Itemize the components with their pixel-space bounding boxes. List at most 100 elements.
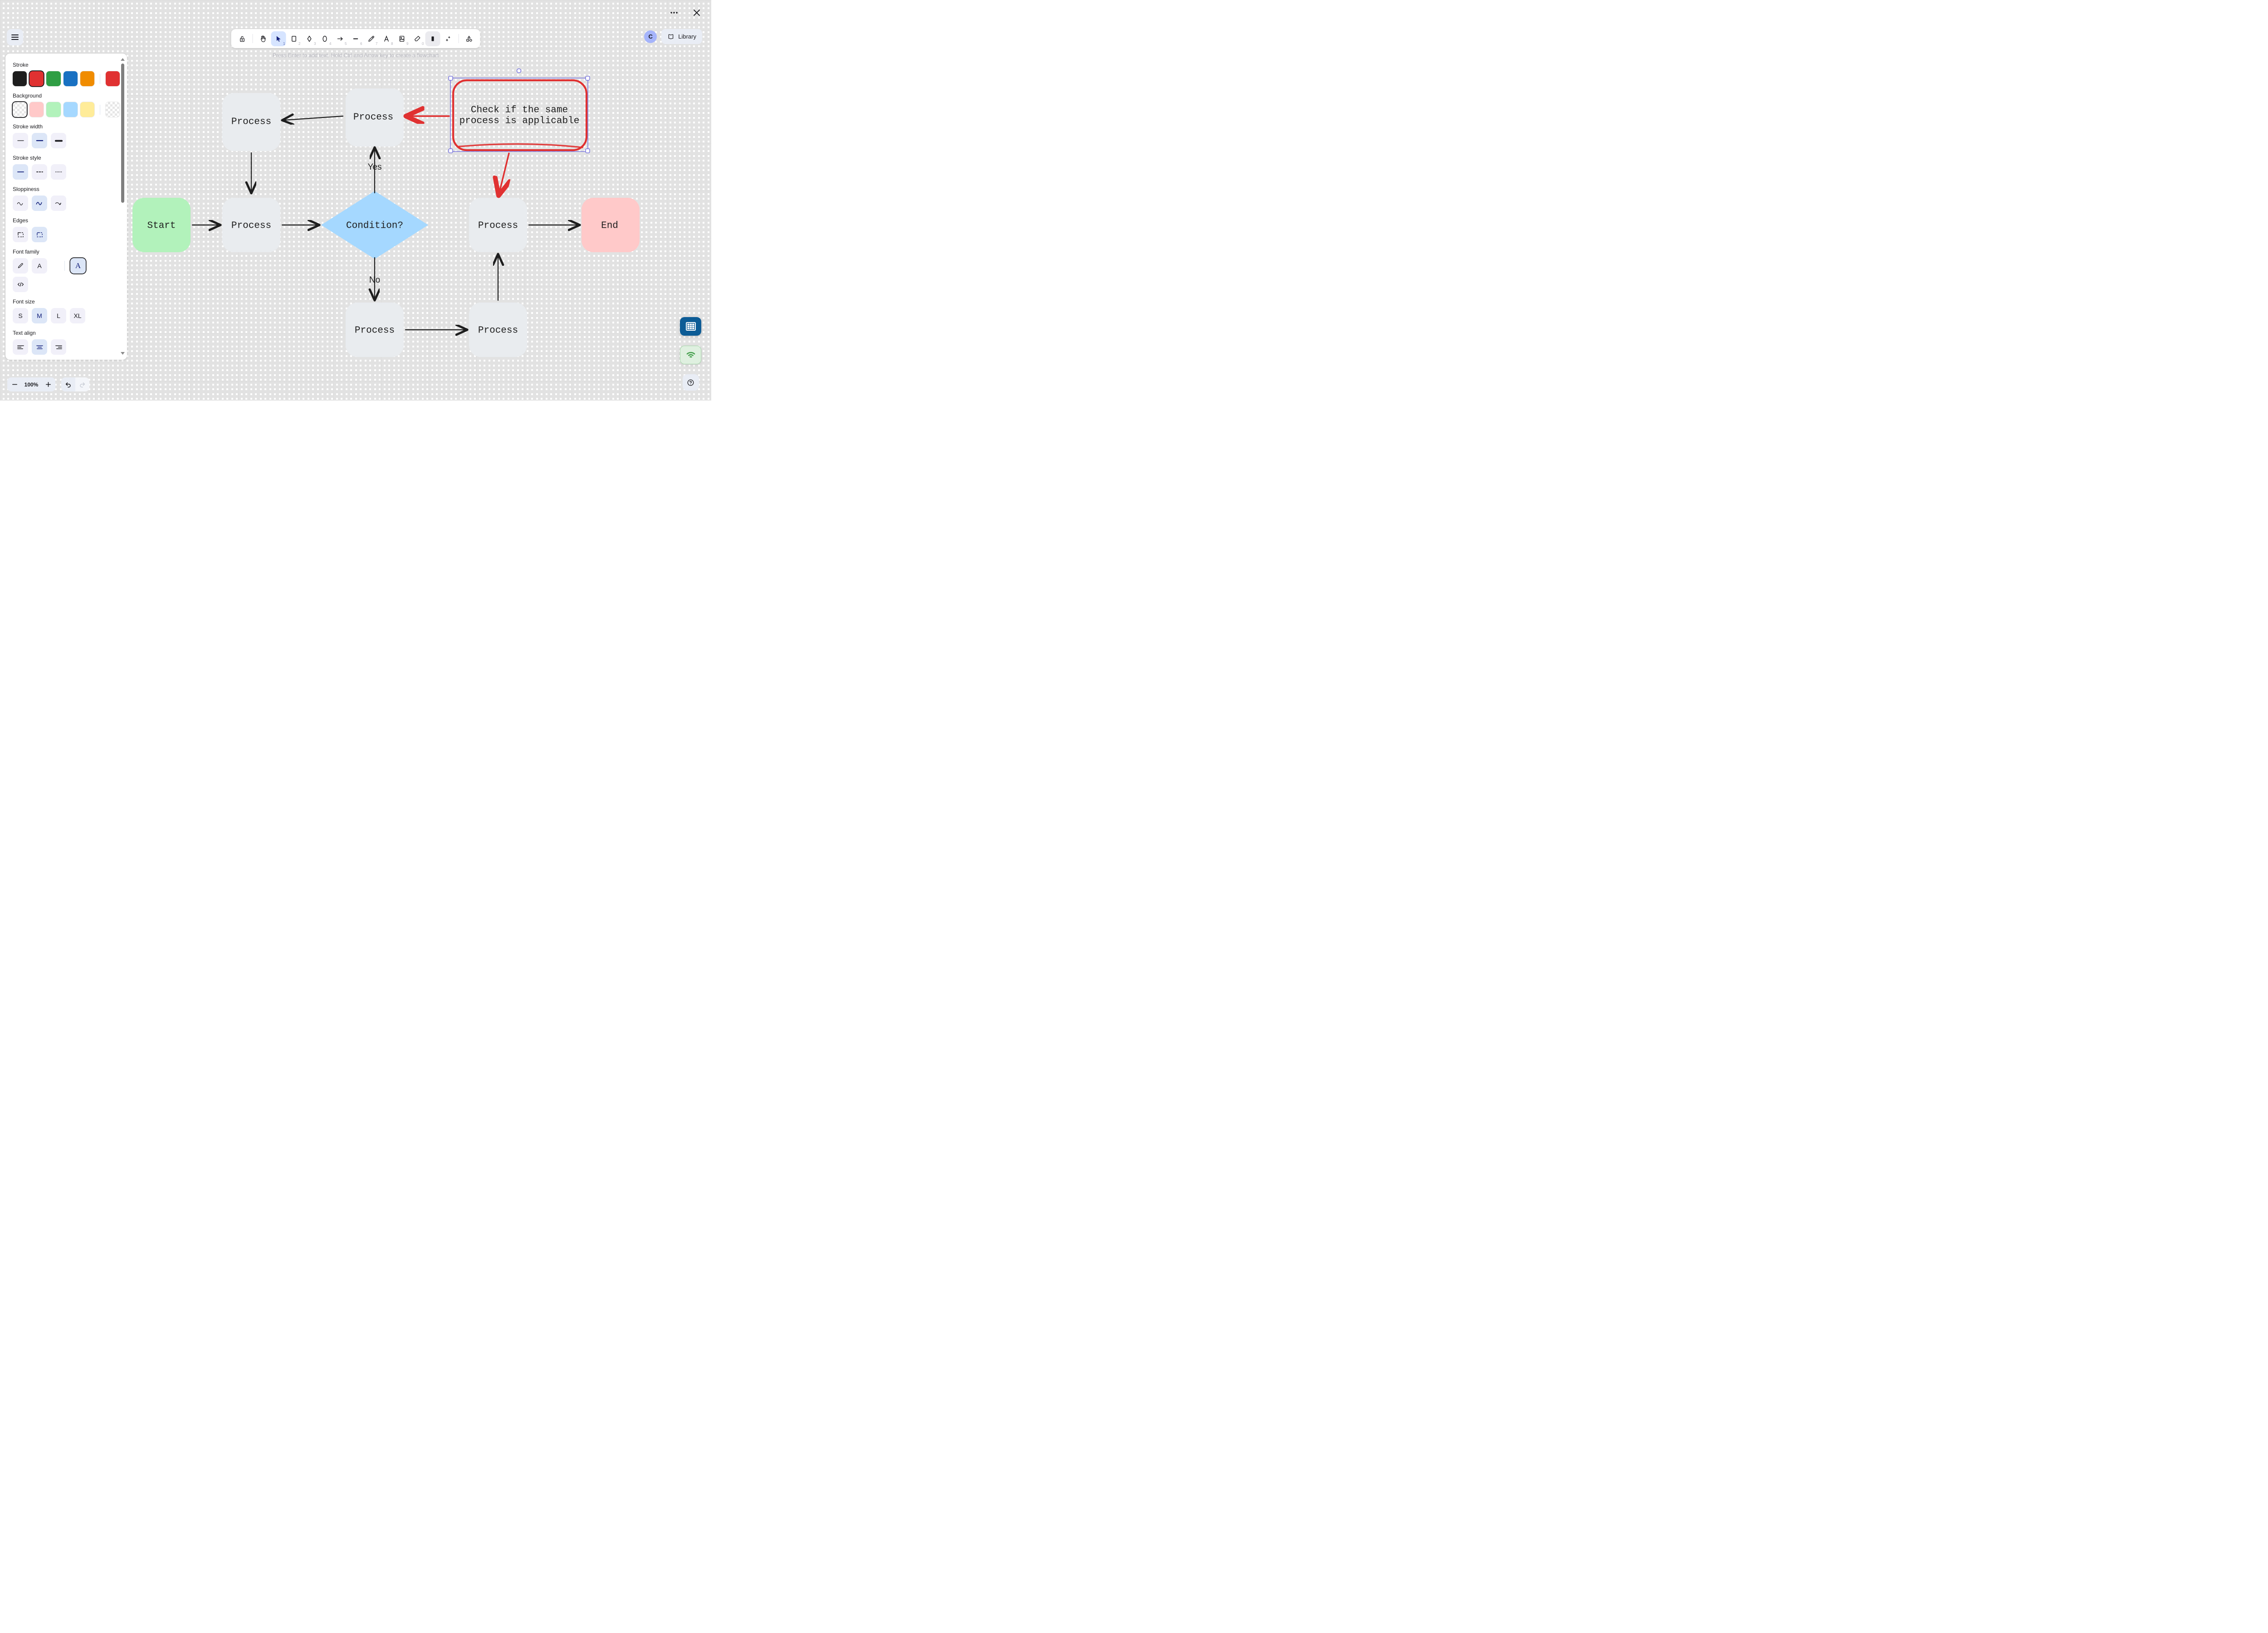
node-start[interactable] <box>132 198 191 252</box>
grid-toggle-button[interactable] <box>680 317 701 336</box>
node-label: Condition? <box>346 221 403 231</box>
sloppiness-architect[interactable] <box>13 196 28 211</box>
node-process-mid-right[interactable] <box>469 198 527 252</box>
tool-shortcut: 4 <box>329 41 332 46</box>
shapes-icon[interactable] <box>462 31 477 46</box>
line-icon[interactable]: 6 <box>348 31 363 46</box>
section-sloppiness: Sloppiness <box>13 186 120 211</box>
sloppiness-artist[interactable] <box>32 196 47 211</box>
hand-icon[interactable] <box>256 31 271 46</box>
section-stroke-style: Stroke style <box>13 155 120 180</box>
text-align-left[interactable] <box>13 339 28 355</box>
background-swatch-green[interactable] <box>46 102 61 117</box>
section-stroke: Stroke <box>13 62 120 86</box>
font-family-more-fonts[interactable]: A <box>70 258 86 274</box>
edge-topmid-to-topleft[interactable] <box>283 116 344 120</box>
draw-icon[interactable]: 7 <box>364 31 379 46</box>
lock-icon[interactable] <box>235 31 250 46</box>
network-status-button[interactable] <box>680 346 701 364</box>
background-swatch-blue[interactable] <box>63 102 78 117</box>
font-size-label: L <box>57 312 60 319</box>
edge-check-to-process-red[interactable] <box>499 152 509 194</box>
selection-box <box>448 68 590 153</box>
zoom-in-button[interactable] <box>41 377 55 391</box>
stroke-swatch-green[interactable] <box>46 71 61 86</box>
stroke-swatch-red[interactable] <box>29 71 44 86</box>
stroke-width-thin[interactable] <box>13 133 28 148</box>
node-condition-diamond[interactable] <box>321 191 428 259</box>
undo-button[interactable] <box>61 377 75 391</box>
help-button[interactable] <box>682 374 699 391</box>
font-family-hand-drawn[interactable] <box>13 258 28 274</box>
node-check-label-line1: Check if the same <box>471 105 568 116</box>
sloppiness-cartoonist[interactable] <box>51 196 66 211</box>
stroke-style-solid[interactable] <box>13 164 28 180</box>
selection-icon[interactable]: 1 <box>271 31 286 46</box>
stroke-width-extra-bold[interactable] <box>51 133 66 148</box>
section-edges: Edges <box>13 217 120 242</box>
canvas-hint-text: Press Enter to add text. Hold Ctrl and A… <box>272 52 439 59</box>
node-process-bottom-right[interactable] <box>469 303 527 357</box>
text-align-center[interactable] <box>32 339 47 355</box>
background-swatch-transparent[interactable] <box>13 102 27 117</box>
edges-sharp[interactable] <box>13 227 28 242</box>
font-size-xl[interactable]: XL <box>70 308 85 323</box>
eraser-icon[interactable]: 0 <box>410 31 425 46</box>
library-button[interactable]: Library <box>661 29 702 44</box>
font-family-code[interactable] <box>13 277 28 292</box>
node-process-bottom-mid[interactable] <box>346 303 404 357</box>
stroke-swatch-blue[interactable] <box>63 71 78 86</box>
node-process-top-left[interactable] <box>222 93 280 151</box>
text-icon[interactable]: 8 <box>379 31 394 46</box>
stroke-current-color[interactable] <box>105 71 120 86</box>
edges-round[interactable] <box>32 227 47 242</box>
section-background: Background <box>13 93 120 117</box>
grid-icon <box>685 322 696 331</box>
arrow-icon[interactable]: 5 <box>333 31 348 46</box>
redo-button[interactable] <box>75 377 89 391</box>
scroll-up-icon[interactable] <box>121 58 125 62</box>
frame-icon[interactable] <box>425 31 440 46</box>
font-size-s[interactable]: S <box>13 308 28 323</box>
top-right-controls: C Library <box>644 29 702 44</box>
node-check-label-line2: process is applicable <box>459 116 580 127</box>
image-icon[interactable]: 9 <box>395 31 410 46</box>
more-options-button[interactable] <box>665 4 683 22</box>
background-swatch-pink[interactable] <box>29 102 44 117</box>
main-menu-button[interactable] <box>7 29 23 45</box>
flowchart-canvas[interactable]: Process Process Start Process Condition?… <box>0 0 711 401</box>
section-title: Text align <box>13 330 36 336</box>
diamond-icon[interactable]: 3 <box>302 31 317 46</box>
rectangle-icon[interactable]: 2 <box>287 31 302 46</box>
panel-scrollbar-thumb[interactable] <box>121 64 124 203</box>
background-current-color[interactable] <box>105 102 120 117</box>
avatar[interactable]: C <box>644 30 657 43</box>
background-swatch-yellow[interactable] <box>80 102 94 117</box>
panel-scrollbar[interactable] <box>121 58 125 355</box>
magic-icon[interactable] <box>441 31 456 46</box>
stroke-width-bold[interactable] <box>32 133 47 148</box>
font-size-l[interactable]: L <box>51 308 66 323</box>
node-label: Process <box>231 117 271 127</box>
window-controls <box>665 4 706 22</box>
scroll-down-icon[interactable] <box>121 352 125 355</box>
stroke-style-dotted[interactable] <box>51 164 66 180</box>
text-align-right[interactable] <box>51 339 66 355</box>
properties-panel: Stroke Background <box>5 54 127 360</box>
library-button-label: Library <box>678 33 696 40</box>
node-process-mid-left[interactable] <box>222 198 280 252</box>
ellipse-icon[interactable]: 4 <box>318 31 332 46</box>
stroke-style-dashed[interactable] <box>32 164 47 180</box>
stroke-swatch-orange[interactable] <box>80 71 94 86</box>
zoom-level-value[interactable]: 100% <box>24 381 39 388</box>
font-size-m[interactable]: M <box>32 308 47 323</box>
section-stroke-width: Stroke width <box>13 123 120 148</box>
node-label: Start <box>147 221 176 231</box>
node-process-top-mid[interactable] <box>346 88 404 147</box>
zoom-out-button[interactable] <box>7 377 22 391</box>
node-check-same-process[interactable] <box>452 79 588 152</box>
close-button[interactable] <box>688 4 706 22</box>
stroke-swatch-black[interactable] <box>13 71 27 86</box>
node-end[interactable] <box>582 198 640 252</box>
font-family-normal[interactable]: A <box>32 258 47 274</box>
